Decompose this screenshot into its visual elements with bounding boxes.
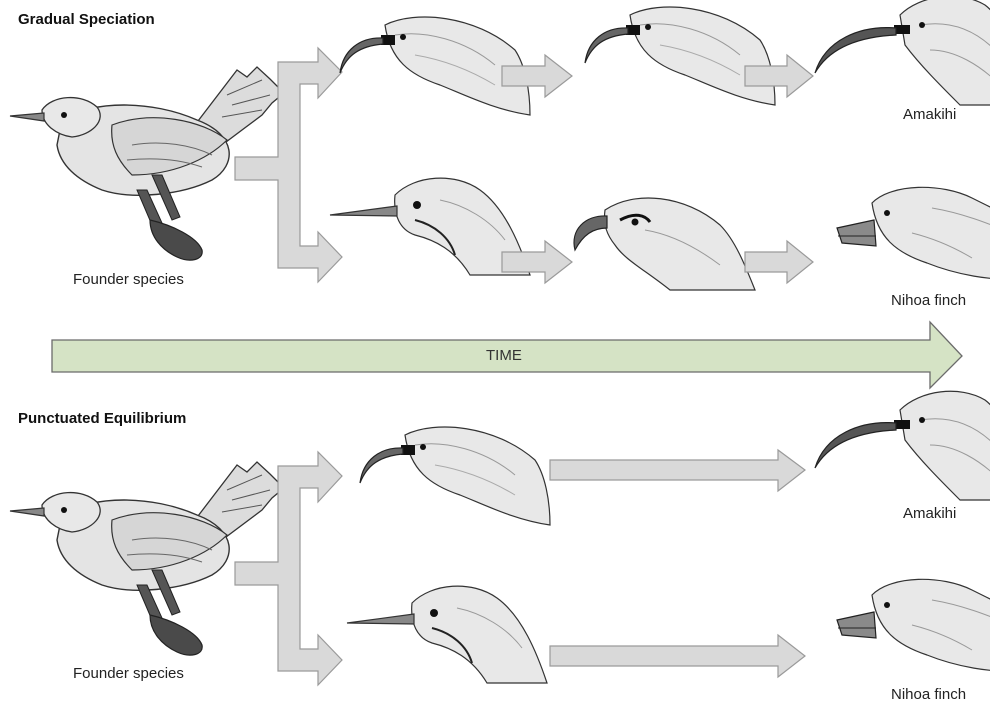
founder-label-punctuated: Founder species bbox=[73, 665, 184, 682]
bird-head-g-bottom-2 bbox=[572, 196, 757, 292]
arrow-g-top-2 bbox=[744, 53, 814, 99]
bird-head-p-bottom-1 bbox=[346, 585, 548, 684]
bird-head-amakihi-p bbox=[814, 390, 990, 501]
arrow-p-top bbox=[549, 448, 806, 493]
amakihi-label-gradual: Amakihi bbox=[903, 106, 957, 123]
nihoa-finch-label-punctuated: Nihoa finch bbox=[891, 686, 967, 703]
branch-arrow-punctuated bbox=[234, 450, 343, 687]
amakihi-label-punctuated: Amakihi bbox=[903, 505, 957, 522]
bird-head-amakihi-g bbox=[814, 0, 990, 106]
punctuated-equilibrium-title: Punctuated Equilibrium bbox=[18, 410, 187, 427]
time-label: TIME bbox=[486, 347, 522, 364]
nihoa-finch-label-gradual: Nihoa finch bbox=[891, 292, 967, 309]
arrow-p-bottom bbox=[549, 633, 806, 679]
bird-head-p-top-1 bbox=[359, 426, 551, 526]
bird-head-finch-p bbox=[836, 578, 990, 672]
arrow-g-bottom-2 bbox=[744, 239, 814, 285]
bird-head-g-bottom-1 bbox=[329, 177, 531, 276]
arrow-g-top-1 bbox=[501, 53, 573, 99]
gradual-section bbox=[9, 0, 990, 292]
bird-head-finch-g bbox=[836, 186, 990, 280]
founder-bird-punctuated bbox=[9, 461, 285, 656]
bird-head-g-top-2 bbox=[584, 6, 776, 106]
founder-label-gradual: Founder species bbox=[73, 271, 184, 288]
time-arrow bbox=[51, 320, 963, 390]
arrow-g-bottom-1 bbox=[501, 239, 573, 285]
branch-arrow-gradual bbox=[234, 46, 343, 284]
punctuated-section bbox=[9, 390, 990, 687]
gradual-speciation-title: Gradual Speciation bbox=[18, 11, 155, 28]
